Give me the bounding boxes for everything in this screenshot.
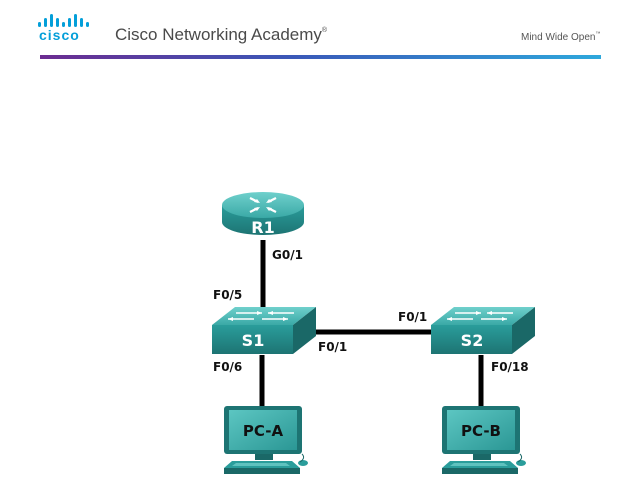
pc-b-label: PC-B	[461, 422, 501, 440]
registered-mark: ®	[321, 27, 328, 34]
tagline-text: Mind Wide Open	[521, 32, 596, 43]
port-label-s2-f018: F0/18	[491, 360, 529, 374]
port-label-s2-f01: F0/1	[398, 310, 427, 324]
switch-icon	[431, 307, 535, 354]
trademark-mark: ™	[595, 31, 601, 37]
pc-b[interactable]: PC-B	[442, 406, 526, 474]
cisco-wordmark: cisco	[39, 27, 80, 43]
page-header: cisco Cisco Networking Academy® Mind Wid…	[0, 0, 641, 70]
port-label-s1-f06: F0/6	[213, 360, 242, 374]
switch-s1[interactable]: S1	[212, 307, 316, 354]
pc-a[interactable]: PC-A	[224, 406, 308, 474]
switch-icon	[212, 307, 316, 354]
cisco-logo-icon	[38, 14, 89, 27]
switch-s2-label: S2	[461, 331, 484, 350]
router-icon	[222, 192, 304, 235]
academy-title-text: Cisco Networking Academy	[115, 25, 322, 44]
header-gradient-bar	[40, 55, 601, 59]
switch-s2[interactable]: S2	[431, 307, 535, 354]
pc-icon	[224, 406, 308, 474]
network-links	[259, 240, 484, 408]
pc-a-label: PC-A	[243, 422, 284, 440]
port-label-s1-f05: F0/5	[213, 288, 242, 302]
port-label-r1-g01: G0/1	[272, 248, 303, 262]
router-label: R1	[251, 218, 274, 237]
tagline: Mind Wide Open™	[521, 31, 600, 43]
pc-icon	[442, 406, 526, 474]
port-label-s1-f01: F0/1	[318, 340, 347, 354]
page-title: Cisco Networking Academy®	[115, 25, 327, 45]
router-r1[interactable]: R1	[222, 192, 304, 237]
switch-s1-label: S1	[242, 331, 265, 350]
